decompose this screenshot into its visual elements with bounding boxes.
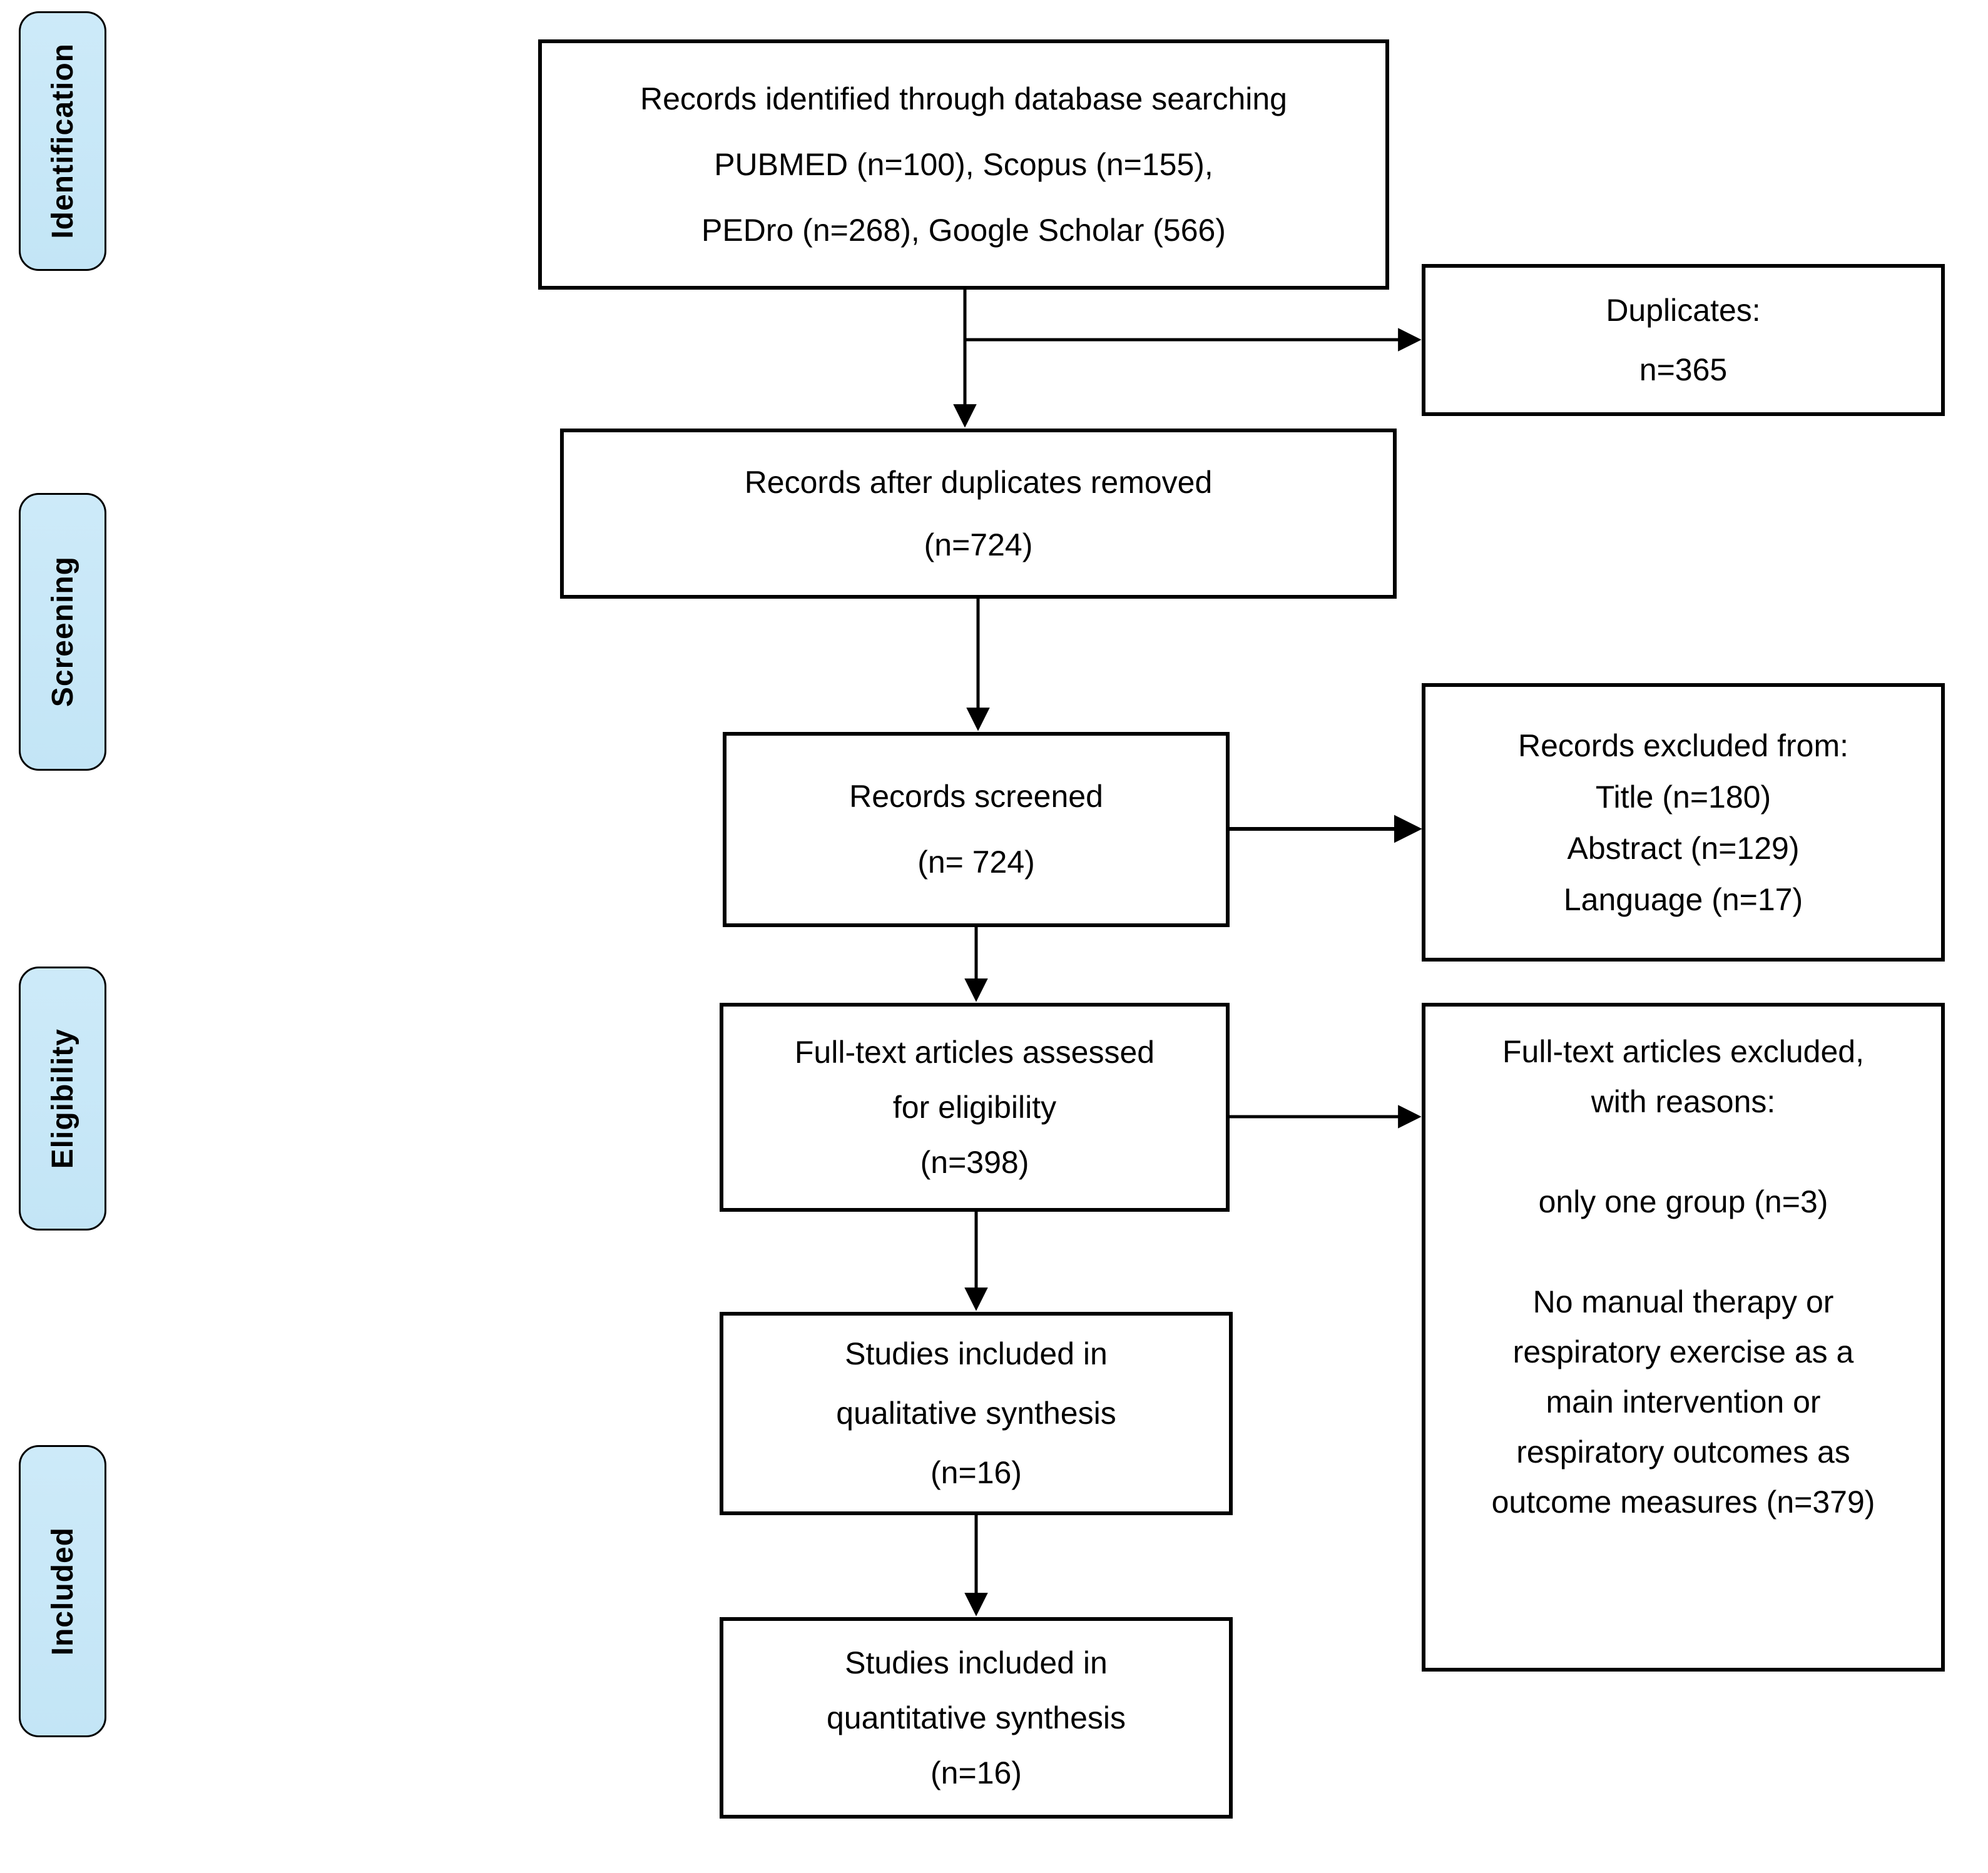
box-records-after-duplicates-text: Records after duplicates removed (n=724): [744, 465, 1213, 562]
stage-included: Included: [19, 1445, 106, 1737]
box-duplicates: Duplicates: n=365: [1422, 264, 1945, 416]
box-qualitative-synthesis-text: Studies included in qualitative synthesi…: [836, 1336, 1116, 1490]
box-quantitative-synthesis: Studies included in quantitative synthes…: [720, 1617, 1233, 1819]
stage-included-label: Included: [46, 1526, 79, 1656]
stage-screening-label: Screening: [46, 556, 79, 708]
box-records-excluded: Records excluded from: Title (n=180) Abs…: [1422, 683, 1945, 962]
stage-eligibility: Eligibility: [19, 967, 106, 1231]
box-duplicates-text: Duplicates: n=365: [1606, 292, 1761, 387]
box-records-screened: Records screened (n= 724): [723, 732, 1230, 927]
stage-eligibility-label: Eligibility: [46, 1028, 79, 1169]
stage-identification: Identification: [19, 11, 106, 271]
box-qualitative-synthesis: Studies included in qualitative synthesi…: [720, 1312, 1233, 1515]
box-records-identified: Records identified through database sear…: [538, 39, 1389, 290]
box-fulltext-assessed-text: Full-text articles assessed for eligibil…: [794, 1035, 1155, 1180]
box-records-screened-text: Records screened (n= 724): [849, 779, 1103, 880]
box-records-identified-text: Records identified through database sear…: [640, 81, 1287, 248]
box-quantitative-synthesis-text: Studies included in quantitative synthes…: [826, 1645, 1126, 1790]
box-fulltext-excluded: Full-text articles excluded, with reason…: [1422, 1003, 1945, 1672]
box-records-after-duplicates: Records after duplicates removed (n=724): [560, 429, 1397, 599]
box-fulltext-assessed: Full-text articles assessed for eligibil…: [720, 1003, 1230, 1212]
box-fulltext-excluded-text: Full-text articles excluded, with reason…: [1491, 1034, 1875, 1520]
stage-identification-label: Identification: [46, 43, 79, 239]
box-records-excluded-text: Records excluded from: Title (n=180) Abs…: [1517, 728, 1848, 917]
stage-screening: Screening: [19, 493, 106, 771]
